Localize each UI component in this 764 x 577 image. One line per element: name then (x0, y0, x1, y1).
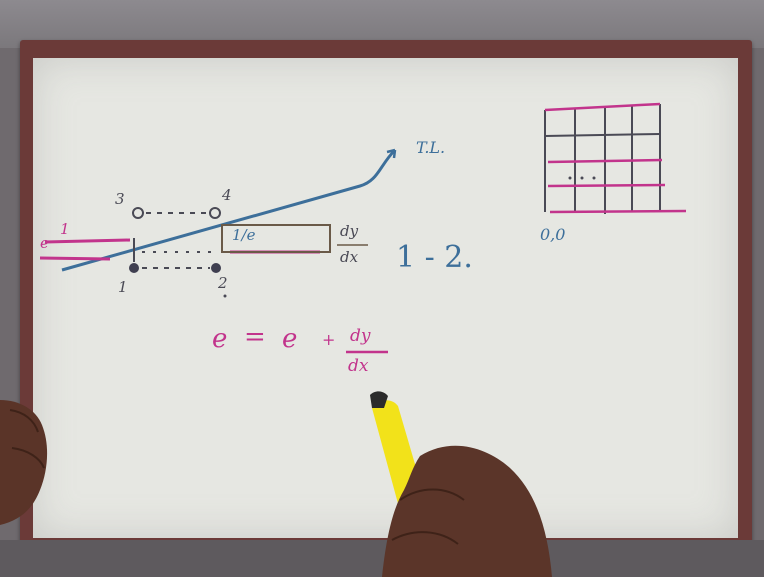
right-hand-shape (382, 445, 552, 577)
ratio-denominator: dx (340, 248, 359, 266)
tangent-line (61, 148, 397, 272)
equation-plus: + (322, 330, 336, 349)
equation-lhs: e (212, 324, 228, 354)
equation-fraction-bottom: dx (348, 356, 369, 376)
pixel-grid-pink (544, 102, 687, 214)
pixel-point-2 (211, 263, 221, 273)
pixel-label-1: 1 (118, 278, 128, 296)
grid-dots (568, 176, 596, 180)
pixel-point-3 (132, 207, 144, 219)
origin-label: 0,0 (540, 225, 566, 244)
pixel-label-4: 4 (222, 186, 232, 204)
whiteboard-surface (33, 58, 738, 538)
tangent-arrowhead (386, 148, 397, 159)
pixel-label-3: 3 (115, 190, 125, 208)
transition-label: 1 - 2. (396, 240, 473, 275)
error-symbol: e (40, 234, 49, 252)
equation-rhs: e (282, 324, 298, 354)
slope-rectangle (221, 224, 331, 253)
left-hand-shape (0, 400, 48, 525)
pink-line-upper (44, 238, 131, 244)
equation-fraction-top: dy (350, 326, 371, 346)
ratio-numerator: dy (340, 222, 359, 240)
pixel-point-1 (129, 263, 139, 273)
small-one-label: 1 (60, 220, 70, 238)
tangent-line-label: T.L. (416, 138, 446, 157)
desk-edge (0, 540, 764, 577)
equation-equals: = (244, 322, 266, 352)
pink-line-lower (39, 256, 111, 261)
pixel-point-4 (209, 207, 221, 219)
triangle-label: 1/e (232, 226, 256, 244)
pixel-label-2: 2 (218, 274, 228, 292)
